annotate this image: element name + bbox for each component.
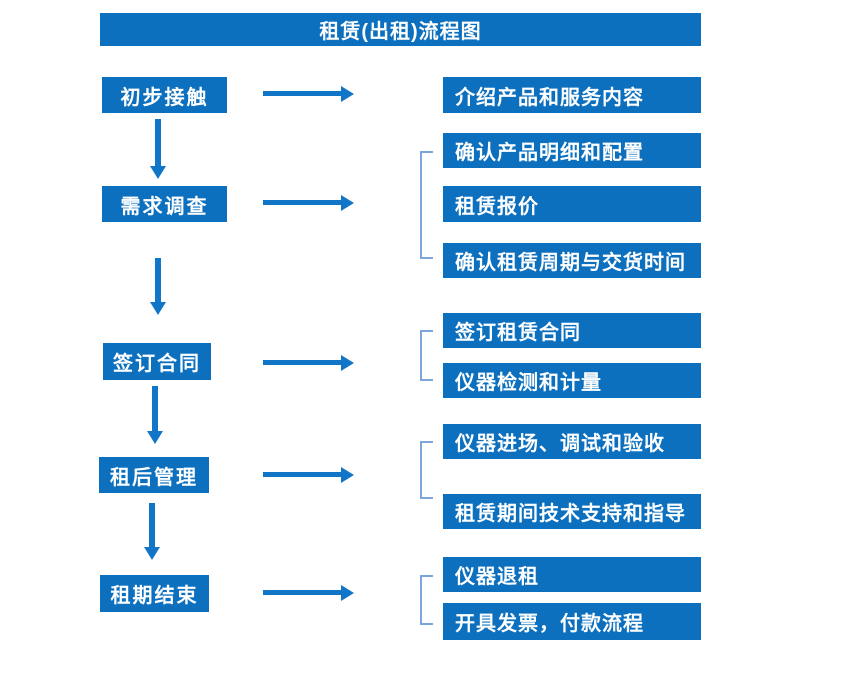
step-demand-survey: 需求调查 [102,186,227,222]
step-initial-contact: 初步接触 [102,77,227,113]
item-technical-support-guidance: 租赁期间技术支持和指导 [443,494,701,529]
arrow-right-icon-4 [263,466,354,483]
bracket-group-4 [420,575,433,625]
item-introduce-products-services: 介绍产品和服务内容 [443,77,701,113]
item-rental-quote: 租赁报价 [443,186,701,222]
item-sign-rental-contract: 签订租赁合同 [443,313,701,348]
item-instrument-setup-acceptance: 仪器进场、调试和验收 [443,424,701,459]
bracket-group-1 [420,151,433,259]
arrow-down-icon-4 [144,503,160,560]
step-sign-contract: 签订合同 [103,343,211,380]
bracket-group-3 [420,441,433,499]
arrow-right-icon-3 [263,354,354,371]
bracket-group-2 [420,330,433,381]
item-instrument-return: 仪器退租 [443,557,701,592]
arrow-down-icon-1 [150,119,166,179]
step-rental-end: 租期结束 [100,575,209,612]
item-invoice-payment-process: 开具发票，付款流程 [443,603,701,640]
flowchart-title: 租赁(出租)流程图 [100,13,701,46]
arrow-right-icon-2 [263,194,354,211]
arrow-down-icon-3 [147,386,163,444]
item-confirm-rental-period-delivery: 确认租赁周期与交货时间 [443,243,701,278]
step-post-rental-management: 租后管理 [99,457,209,493]
arrow-right-icon-1 [263,85,354,102]
arrow-down-icon-2 [150,258,166,315]
item-confirm-product-details: 确认产品明细和配置 [443,133,701,168]
item-instrument-testing-metering: 仪器检测和计量 [443,363,701,398]
arrow-right-icon-5 [263,584,354,601]
